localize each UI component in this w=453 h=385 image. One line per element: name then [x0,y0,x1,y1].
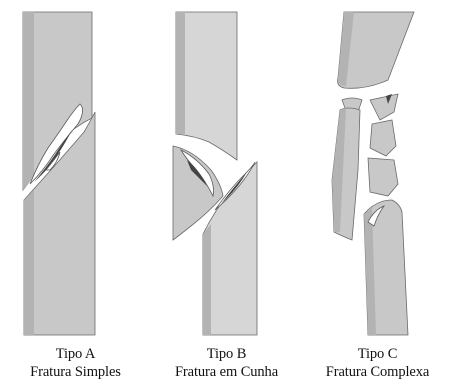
bone-fragment-2 [370,94,398,120]
panel-tipo-c: Tipo C Fratura Complexa [302,0,453,385]
simple-fracture-illustration [0,0,151,335]
fracture-name-label: Fratura em Cunha [151,363,302,381]
caption-tipo-a: Tipo A Fratura Simples [0,345,151,381]
panel-tipo-b: Tipo B Fratura em Cunha [151,0,302,385]
fracture-type-label: Tipo B [151,345,302,363]
wedge-fracture-illustration [151,0,302,335]
fracture-type-label: Tipo C [302,345,453,363]
panel-tipo-a: Tipo A Fratura Simples [0,0,151,385]
caption-tipo-b: Tipo B Fratura em Cunha [151,345,302,381]
fracture-name-label: Fratura Simples [0,363,151,381]
caption-tipo-c: Tipo C Fratura Complexa [302,345,453,381]
fracture-type-label: Tipo A [0,345,151,363]
upper-bone-fragment [176,12,237,160]
fracture-name-label: Fratura Complexa [302,363,453,381]
bone-fragment-5 [368,158,398,196]
complex-fracture-illustration [302,0,453,335]
bone-fragment-4 [370,120,396,156]
